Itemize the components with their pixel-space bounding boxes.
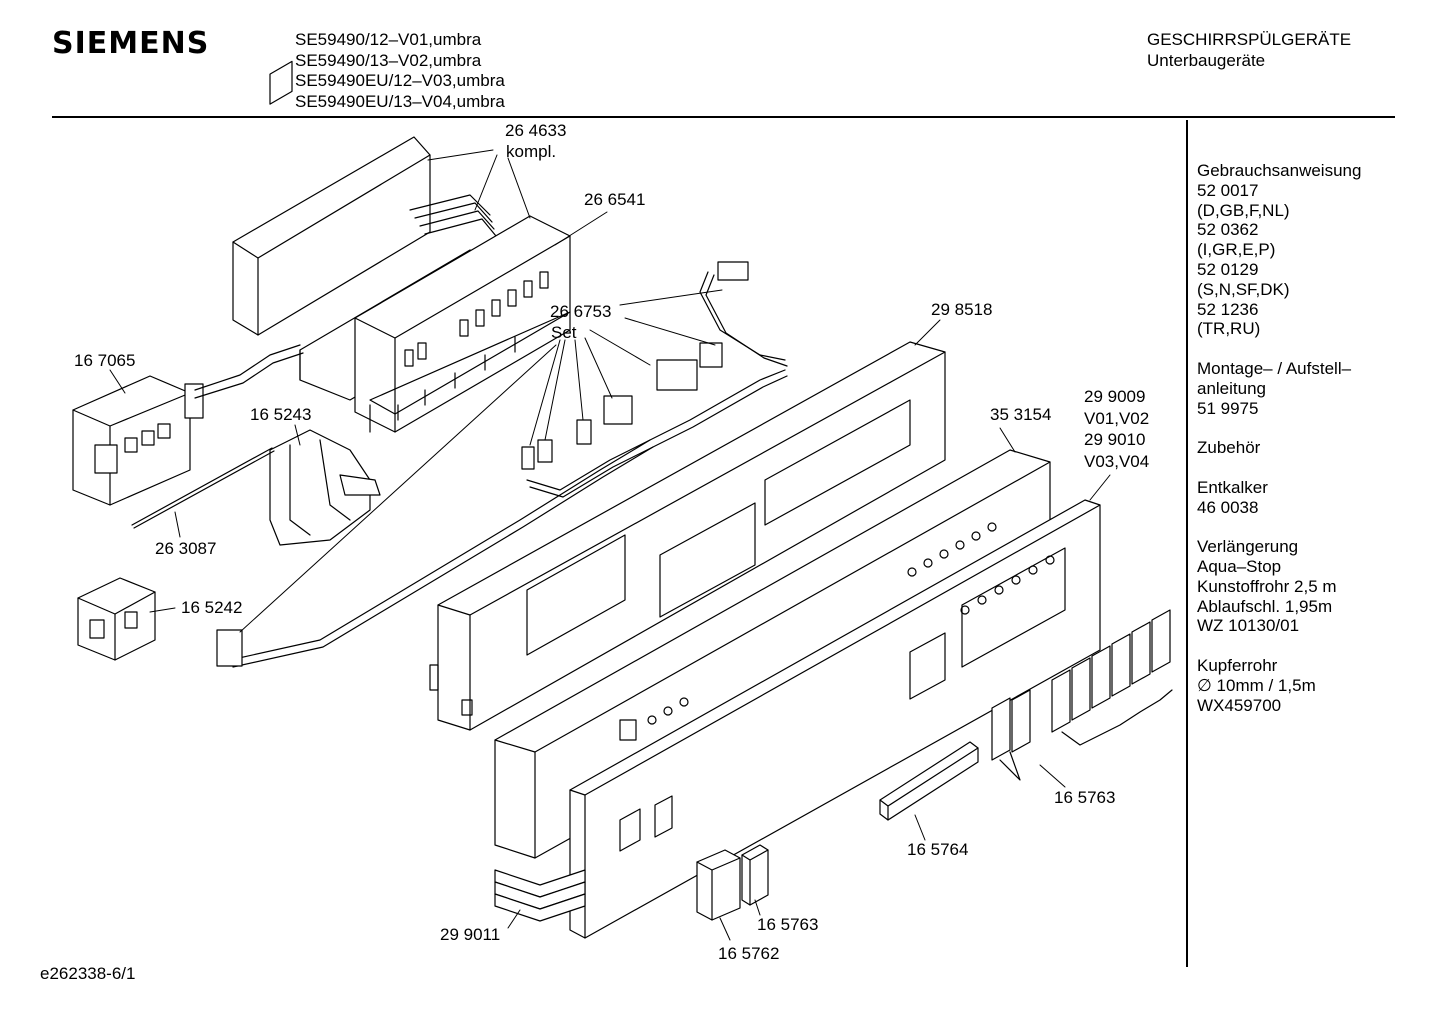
doc-line: 52 0129 — [1197, 259, 1259, 279]
category-subtitle: Unterbaugeräte — [1147, 50, 1266, 70]
control-panel-frame-part — [430, 342, 945, 730]
doc-group-descaler: Entkalker 46 0038 — [1197, 478, 1437, 518]
bracket-part — [132, 430, 380, 545]
part-label-note: Set — [551, 323, 577, 342]
diagram-code: e262338-6/1 — [40, 964, 136, 983]
doc-line: Kunstoffrohr 2,5 m — [1197, 576, 1337, 596]
part-label: 29 8518 — [931, 300, 993, 319]
doc-line: Gebrauchsanweisung — [1197, 161, 1362, 180]
doc-line: 51 9975 — [1197, 398, 1259, 418]
model-line: SE59490EU/13–V04,umbra — [295, 91, 505, 111]
doc-group-installation: Montage– / Aufstell– anleitung 51 9975 — [1197, 359, 1437, 418]
doc-line: WX459700 — [1197, 695, 1282, 715]
part-label: 26 6541 — [584, 190, 646, 209]
part-label: 16 5243 — [250, 405, 312, 424]
doc-line: (TR,RU) — [1197, 319, 1261, 339]
part-label-note: V01,V02 — [1084, 409, 1150, 428]
bottom-buttons-part — [697, 845, 768, 920]
brand-logo: SIEMENS — [52, 26, 210, 61]
doc-line: Verlängerung — [1197, 537, 1299, 557]
part-label: 16 5763 — [1054, 788, 1116, 807]
doc-group-manual: Gebrauchsanweisung 52 0017 (D,GB,F,NL) 5… — [1197, 161, 1437, 339]
documentation-sidebar: Gebrauchsanweisung 52 0017 (D,GB,F,NL) 5… — [1197, 161, 1437, 735]
header-divider — [52, 116, 1395, 118]
category-title: GESCHIRRSPÜLGERÄTE — [1147, 30, 1352, 49]
leader-lines — [110, 150, 1110, 940]
doc-group-copper-pipe: Kupferrohr ∅ 10mm / 1,5m WX459700 — [1197, 656, 1437, 715]
part-label: 16 5763 — [757, 915, 819, 934]
push-buttons-part — [992, 610, 1172, 780]
part-label: 29 9009 — [1084, 387, 1146, 406]
part-label: 16 5762 — [718, 944, 780, 963]
doc-line: (D,GB,F,NL) — [1197, 200, 1290, 220]
insulation-stack-part — [495, 870, 585, 921]
part-label: 16 5764 — [907, 840, 969, 859]
doc-line: (I,GR,E,P) — [1197, 240, 1276, 260]
doc-line: WZ 10130/01 — [1197, 616, 1300, 636]
display-module-part — [73, 345, 303, 505]
part-label-note: kompl. — [506, 142, 557, 161]
doc-line: Zubehör — [1197, 438, 1261, 458]
exploded-parts-drawing — [0, 0, 1185, 1019]
part-label: 26 3087 — [155, 539, 217, 558]
doc-line: 46 0038 — [1197, 497, 1259, 517]
control-module-part — [233, 61, 570, 432]
part-label: 16 5242 — [181, 598, 243, 617]
doc-line: 52 0017 — [1197, 180, 1259, 200]
front-panel-part — [570, 500, 1100, 938]
doc-line: ∅ 10mm / 1,5m — [1197, 675, 1316, 695]
model-line: SE59490/12–V01,umbra — [295, 30, 482, 49]
appliance-category: GESCHIRRSPÜLGERÄTE Unterbaugeräte — [1147, 30, 1351, 71]
wire-harness-part — [217, 262, 787, 667]
doc-line: Ablaufschl. 1,95m — [1197, 596, 1333, 616]
part-label: 16 7065 — [74, 351, 136, 370]
doc-line: Aqua–Stop — [1197, 556, 1282, 576]
model-list: SE59490/12–V01,umbra SE59490/13–V02,umbr… — [295, 30, 505, 112]
doc-line: Kupferrohr — [1197, 655, 1278, 675]
doc-line: 52 1236 — [1197, 299, 1259, 319]
doc-line: Montage– / Aufstell– — [1197, 358, 1352, 378]
model-line: SE59490EU/12–V03,umbra — [295, 71, 505, 90]
part-label-note: V03,V04 — [1084, 452, 1150, 471]
switch-part — [78, 578, 155, 660]
part-label: 29 9011 — [440, 925, 501, 944]
part-label: 35 3154 — [990, 405, 1052, 424]
sidebar-divider — [1186, 120, 1188, 967]
doc-line: anleitung — [1197, 378, 1267, 398]
button-strip-part — [880, 742, 978, 820]
part-label: 26 6753 — [550, 302, 612, 321]
model-line: SE59490/13–V02,umbra — [295, 50, 482, 70]
doc-group-accessories: Zubehör — [1197, 438, 1437, 458]
doc-group-extension: Verlängerung Aqua–Stop Kunstoffrohr 2,5 … — [1197, 537, 1437, 636]
part-label: 26 4633 — [505, 121, 567, 140]
doc-line: Entkalker — [1197, 477, 1268, 497]
part-label: 29 9010 — [1084, 430, 1146, 449]
doc-line: 52 0362 — [1197, 220, 1259, 240]
doc-line: (S,N,SF,DK) — [1197, 279, 1290, 299]
